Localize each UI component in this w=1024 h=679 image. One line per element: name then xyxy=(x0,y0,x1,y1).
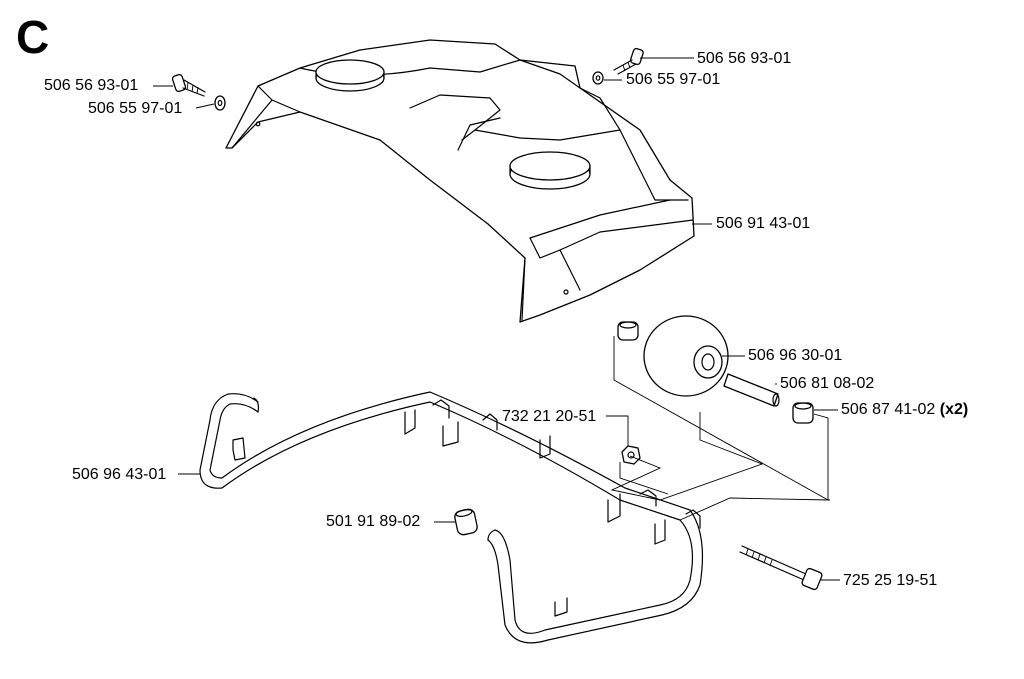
leader-lines xyxy=(153,57,840,581)
label-axle: 506 81 08-02 xyxy=(780,375,875,392)
nut-drawing xyxy=(621,445,641,465)
body-cover-drawing xyxy=(225,39,695,323)
label-wheel: 506 96 30-01 xyxy=(748,347,843,364)
section-letter: C xyxy=(16,11,50,63)
assembly-lines xyxy=(610,336,831,521)
rubber-stop-drawing xyxy=(454,508,478,536)
label-body-cover: 506 91 43-01 xyxy=(716,215,811,232)
label-bolt-top-right: 506 56 93-01 xyxy=(697,50,792,67)
washer-top-right-drawing xyxy=(592,71,604,85)
long-bolt-drawing xyxy=(739,545,823,591)
label-nut: 732 21 20-51 xyxy=(502,408,597,425)
bushing-quantity: (x2) xyxy=(939,401,969,418)
label-washer-top-left: 506 55 97-01 xyxy=(88,100,183,117)
label-bolt-top-left: 506 56 93-01 xyxy=(44,77,139,94)
label-bushing: 506 87 41-02 (x2) xyxy=(841,402,968,418)
bushing-number: 506 87 41-02 xyxy=(841,401,936,418)
label-long-bolt: 725 25 19-51 xyxy=(843,572,938,589)
wheel-drawing xyxy=(643,315,729,397)
axle-drawing xyxy=(723,373,780,407)
bolt-top-left-drawing xyxy=(171,73,206,97)
bushing-right-drawing xyxy=(792,402,814,424)
bumper-frame-drawing xyxy=(199,391,704,644)
label-bumper-frame: 506 96 43-01 xyxy=(72,466,167,483)
bushing-left-drawing xyxy=(617,321,639,341)
label-rubber-stop: 501 91 89-02 xyxy=(326,513,421,530)
washer-top-left-drawing xyxy=(214,95,226,111)
label-washer-top-right: 506 55 97-01 xyxy=(626,71,721,88)
